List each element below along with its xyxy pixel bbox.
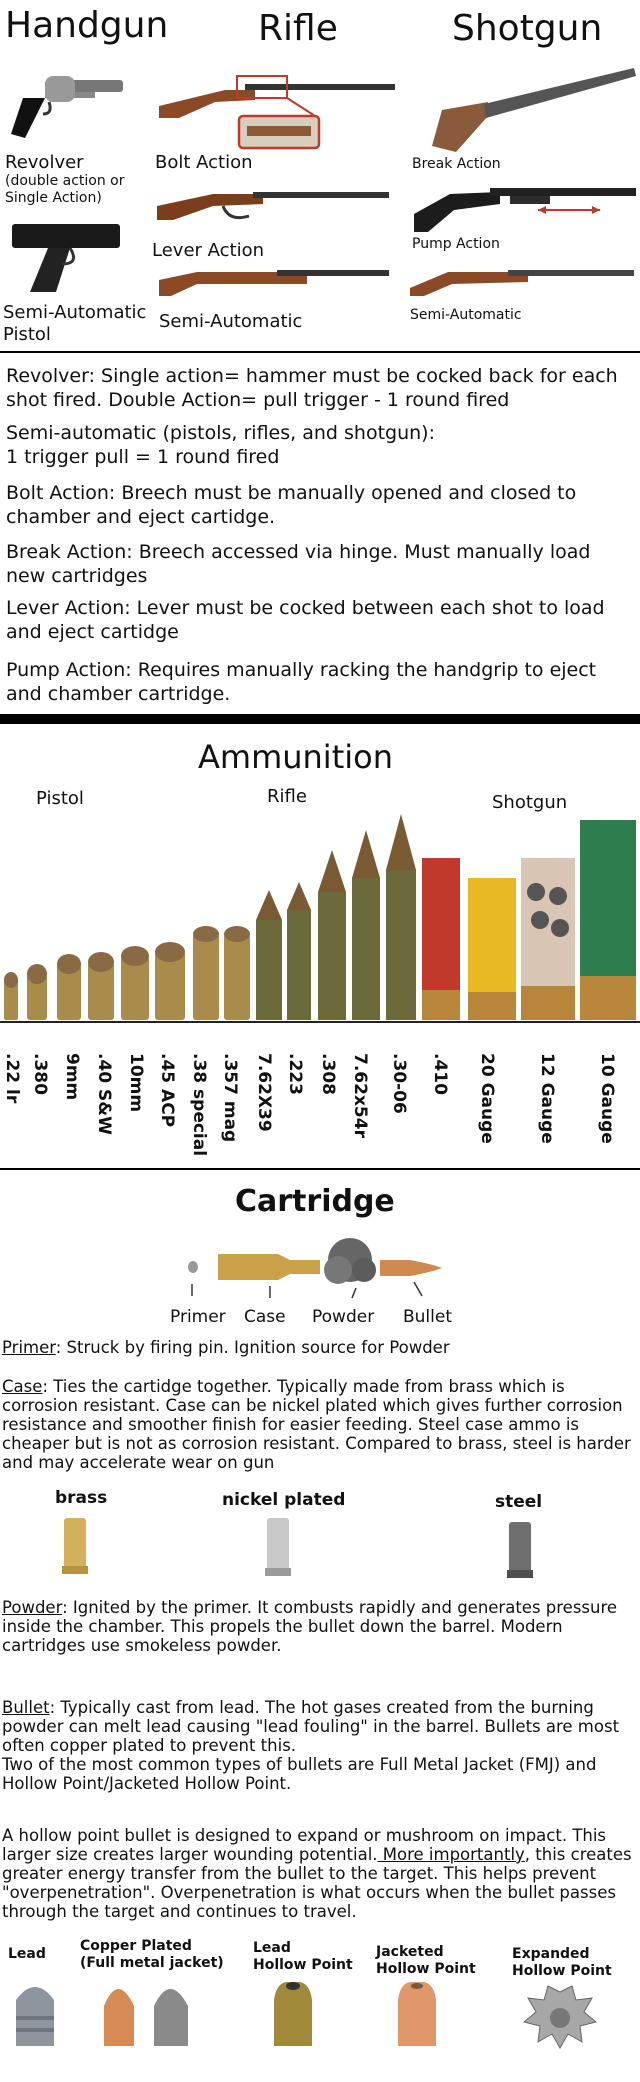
action-pump-text: Pump Action: Requires manually racking t…: [6, 659, 597, 705]
cartridge-diagram: [188, 1238, 442, 1299]
action-revolver-text: Revolver: Single action= hammer must be …: [6, 365, 618, 411]
caliber-label: .308: [318, 1053, 338, 1095]
type-lead-hp-label: Lead Hollow Point: [253, 1940, 353, 1973]
type-expanded-label: Expanded Hollow Point: [512, 1946, 612, 1979]
ammunition-title: Ammunition: [198, 738, 393, 776]
bullet-text: : Typically cast from lead. The hot gase…: [2, 1698, 620, 1793]
brass-case-image: [62, 1518, 88, 1574]
action-break-text: Break Action: Breech accessed via hinge.…: [6, 541, 591, 587]
caliber-label: .223: [285, 1053, 305, 1095]
primer-text: : Struck by firing pin. Ignition source …: [55, 1338, 450, 1357]
caliber-label: 10 Gauge: [597, 1053, 617, 1144]
revolver-label: Revolver: [5, 152, 84, 173]
pistol-image: [12, 224, 120, 292]
handgun-title: Handgun: [5, 5, 169, 46]
action-semi-auto-text: Semi-automatic (pistols, rifles, and sho…: [6, 422, 435, 468]
lead-hollow-point-image: [274, 1982, 312, 2046]
shotgun-semi-auto-label: Semi-Automatic: [410, 307, 522, 323]
bolt-action-rifle-image: [159, 75, 395, 150]
type-jhp-label: Jacketed Hollow Point: [376, 1944, 476, 1977]
caliber-label: 10mm: [126, 1053, 146, 1113]
primer-paragraph: Primer: Struck by firing pin. Ignition s…: [2, 1338, 634, 1357]
semi-auto-shotgun-image: [410, 270, 634, 296]
divider: [0, 1168, 640, 1170]
bullet-term: Bullet: [2, 1698, 50, 1717]
bullet-paragraph: Bullet: Typically cast from lead. The ho…: [2, 1698, 634, 1793]
expanded-hollow-point-image: [522, 1985, 598, 2050]
pistol-label: Semi-Automatic Pistol: [3, 302, 147, 345]
type-copper-label: Copper Plated (Full metal jacket): [80, 1938, 224, 1971]
caliber-label: .22 lr: [2, 1053, 22, 1104]
lever-action-label: Lever Action: [152, 240, 265, 261]
powder-paragraph: Powder: Ignited by the primer. It combus…: [2, 1598, 634, 1655]
bolt-action-label: Bolt Action: [155, 152, 253, 173]
group-pistol-label: Pistol: [36, 788, 84, 809]
part-case-label: Case: [244, 1307, 286, 1327]
part-powder-label: Powder: [312, 1307, 375, 1327]
break-action-shotgun-image: [432, 68, 636, 152]
revolver-image: [11, 76, 123, 138]
hollow-emphasis: More importantly: [377, 1845, 525, 1864]
powder-term: Powder: [2, 1598, 63, 1617]
action-lever-text: Lever Action: Lever must be cocked betwe…: [6, 597, 605, 643]
powder-text: : Ignited by the primer. It combusts rap…: [2, 1598, 618, 1655]
caliber-label: .380: [30, 1053, 50, 1095]
case-term: Case: [2, 1377, 43, 1396]
hollow-point-paragraph: A hollow point bullet is designed to exp…: [2, 1826, 638, 1921]
caliber-label: 7.62x54r: [350, 1053, 370, 1138]
lead-bullet-image: [16, 1987, 54, 2046]
fmj-bullet-image: [104, 1989, 188, 2046]
steel-case-image: [507, 1522, 533, 1578]
cartridge-title: Cartridge: [235, 1184, 395, 1219]
type-lead-label: Lead: [8, 1946, 46, 1962]
divider: [0, 351, 640, 353]
primer-term: Primer: [2, 1338, 56, 1357]
caliber-label: .38 special: [189, 1053, 209, 1157]
caliber-label: 7.62X39: [254, 1053, 274, 1132]
pump-action-label: Pump Action: [412, 236, 500, 252]
semi-auto-rifle-image: [159, 270, 389, 296]
rifle-title: Rifle: [258, 8, 338, 49]
group-shotgun-label: Shotgun: [492, 792, 568, 813]
pump-action-shotgun-image: [414, 188, 636, 232]
group-rifle-label: Rifle: [267, 786, 307, 807]
caliber-label: 12 Gauge: [537, 1053, 557, 1144]
caliber-label: .45 ACP: [157, 1053, 177, 1128]
ammunition-lineup-image: [0, 814, 640, 1023]
case-steel-label: steel: [495, 1492, 543, 1512]
jacketed-hollow-point-image: [398, 1982, 436, 2046]
caliber-label: .410: [430, 1053, 450, 1095]
case-text: : Ties the cartidge together. Typically …: [2, 1377, 631, 1472]
caliber-label: .30-06: [389, 1053, 409, 1114]
caliber-label: 20 Gauge: [477, 1053, 497, 1144]
shotgun-title: Shotgun: [452, 8, 603, 49]
hollow-text-3: , this creates greater energy transfer f…: [2, 1845, 632, 1921]
revolver-note: (double action or Single Action): [5, 173, 125, 206]
hollow-text-1: A hollow point bullet is designed to exp…: [2, 1826, 607, 1864]
caliber-label: 9mm: [62, 1053, 82, 1101]
caliber-label: .357 mag: [220, 1053, 240, 1143]
lever-action-rifle-image: [157, 192, 389, 220]
case-nickel-label: nickel plated: [222, 1490, 346, 1510]
rifle-semi-auto-label: Semi-Automatic: [159, 311, 303, 332]
break-action-label: Break Action: [412, 156, 501, 172]
caliber-label: .40 S&W: [94, 1053, 114, 1135]
case-brass-label: brass: [55, 1488, 108, 1508]
thick-divider: [0, 714, 640, 724]
action-bolt-text: Bolt Action: Breech must be manually ope…: [6, 482, 577, 528]
nickel-case-image: [265, 1518, 291, 1576]
case-paragraph: Case: Ties the cartidge together. Typica…: [2, 1377, 634, 1472]
part-bullet-label: Bullet: [403, 1307, 453, 1327]
part-primer-label: Primer: [170, 1307, 226, 1327]
